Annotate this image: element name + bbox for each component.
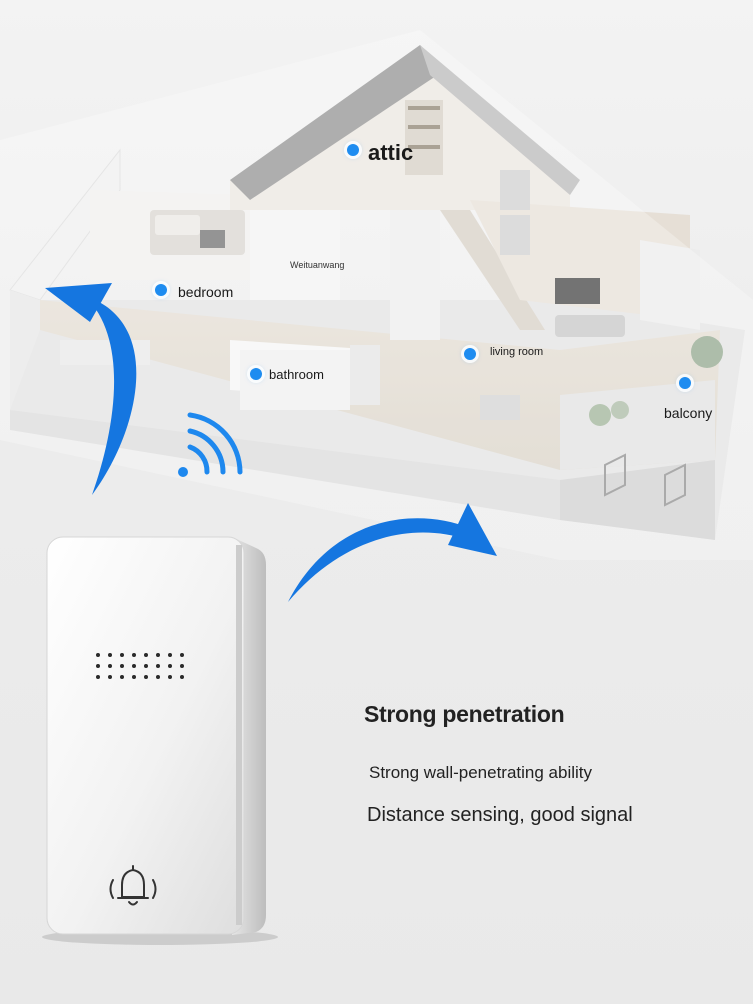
room-marker-balcony xyxy=(679,377,691,389)
room-marker-attic xyxy=(347,144,359,156)
feature-heading: Strong penetration xyxy=(364,701,565,727)
room-label-bedroom: bedroom xyxy=(178,284,234,300)
bell-icon xyxy=(109,865,157,906)
room-marker-bedroom xyxy=(155,284,167,296)
doorbell-receiver xyxy=(42,536,278,945)
room-label-balcony: balcony xyxy=(664,405,713,421)
wifi-signal-icon xyxy=(178,412,243,477)
house-cutaway xyxy=(0,30,753,560)
room-label-attic: attic xyxy=(368,140,414,165)
room-marker-bathroom xyxy=(250,368,262,380)
room-label-living-room: living room xyxy=(490,346,544,358)
room-label-bathroom: bathroom xyxy=(269,367,324,382)
watermark: Weituanwang xyxy=(290,260,345,270)
feature-line-2: Distance sensing, good signal xyxy=(367,804,633,826)
curved-arrow-icon xyxy=(45,283,137,495)
curved-arrow-icon xyxy=(288,503,497,602)
room-marker-living-room xyxy=(464,348,476,360)
speaker-grille xyxy=(96,653,184,679)
feature-line-1: Strong wall-penetrating ability xyxy=(369,763,593,782)
